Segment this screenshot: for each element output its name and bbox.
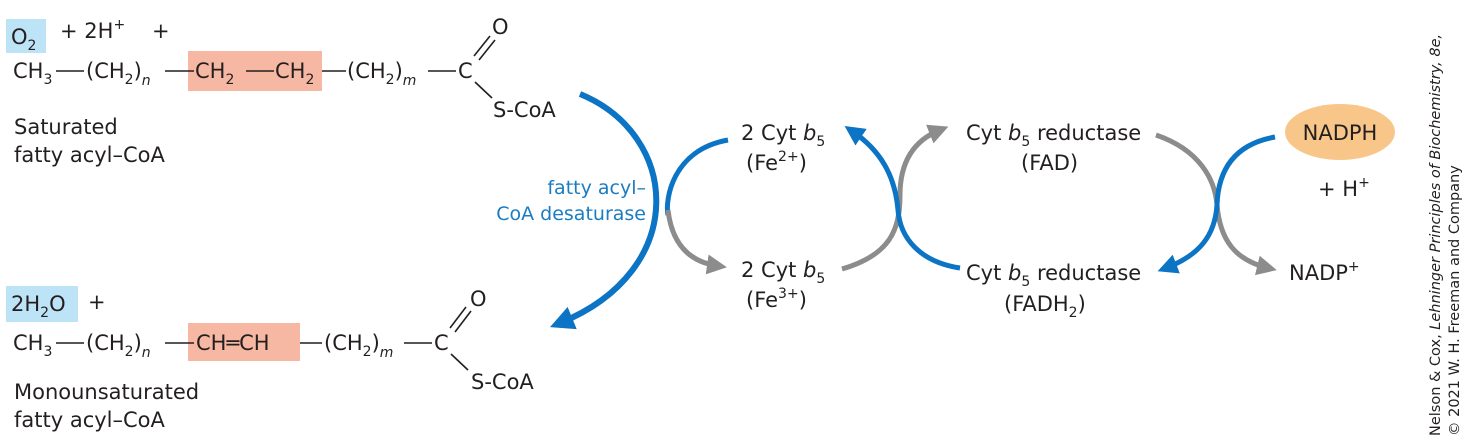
credit-line: Nelson & Cox, Lehninger Principles of Bi… <box>1428 34 1463 436</box>
svg-text:C: C <box>434 331 449 355</box>
plus-text: + <box>152 19 170 43</box>
reductase-fad-label: Cyt b5 reductase (FAD) <box>966 121 1141 175</box>
svg-text:S-CoA: S-CoA <box>471 370 534 394</box>
plus-2h-text: + 2H <box>60 19 113 43</box>
ch-double-bond-ch: CH═CH <box>196 331 270 355</box>
svg-text:O2: O2 <box>11 25 36 54</box>
cyt-b5-fe2-arrow <box>664 137 729 216</box>
bottom-products: 2H2O + <box>11 290 106 321</box>
reductase-fadh2-label: Cyt b5 reductase (FADH2) <box>966 261 1141 321</box>
svg-text:2 Cyt b5: 2 Cyt b5 <box>741 258 825 287</box>
svg-text:(Fe3+): (Fe3+) <box>746 286 807 312</box>
cyt-b5-fe2-label: 2 Cyt b5 (Fe2+) <box>741 121 825 175</box>
svg-text:(CH2)n: (CH2)n <box>86 331 151 361</box>
svg-text:O: O <box>470 287 487 311</box>
svg-text:© 2021 W. H. Freeman and Compa: © 2021 W. H. Freeman and Company <box>1447 165 1463 436</box>
svg-text:(CH2)m: (CH2)m <box>324 331 393 361</box>
nadph-arrow <box>1157 134 1276 274</box>
nadph-label: NADPH <box>1303 121 1378 145</box>
nadp-label: NADP+ <box>1289 259 1360 285</box>
ch-ch-highlight <box>188 323 300 361</box>
svg-text:2H2O: 2H2O <box>11 292 66 321</box>
monounsaturated-fatty-acyl-coa: CH3 (CH2)n CH═CH (CH2)m C O S-CoA <box>13 287 534 394</box>
svg-text:(Fe2+): (Fe2+) <box>746 149 807 175</box>
svg-text:O: O <box>492 15 509 39</box>
svg-text:+ 2H+: + 2H+ <box>60 17 125 43</box>
svg-text:Nelson & Cox, Lehninger Princi: Nelson & Cox, Lehninger Principles of Bi… <box>1428 34 1444 436</box>
svg-text:(FADH2): (FADH2) <box>1004 292 1086 321</box>
svg-text:2 Cyt b5: 2 Cyt b5 <box>741 121 825 150</box>
saturated-fatty-acyl-coa: CH3 (CH2)n CH2 CH2 (CH2)m C O S-CoA <box>13 15 556 122</box>
nadp-arrow <box>1155 132 1277 276</box>
svg-text:CH2: CH2 <box>275 59 314 88</box>
desaturase-arrow <box>550 91 660 330</box>
saturated-label-line1: Saturated <box>14 115 118 139</box>
enzyme-label-line1: fatty acyl– <box>547 177 646 199</box>
plus-h-label: + H+ <box>1318 175 1370 201</box>
plus-text-bottom: + <box>88 290 106 314</box>
nadph-ellipse <box>1285 104 1395 160</box>
monounsaturated-label-line2: fatty acyl–CoA <box>14 408 166 432</box>
h2o-text: 2H <box>11 292 40 316</box>
o2-highlight <box>6 19 46 53</box>
cyt-b5-fe3-arrow <box>665 209 727 275</box>
enzyme-label-line2: CoA desaturase <box>496 203 646 225</box>
reductase-oxidation-arrow <box>841 124 949 272</box>
monounsaturated-label-line1: Monounsaturated <box>14 380 199 404</box>
svg-text:CH3: CH3 <box>13 59 52 88</box>
svg-text:Cyt b5 reductase: Cyt b5 reductase <box>966 261 1141 290</box>
h2o-highlight <box>6 286 78 322</box>
svg-text:Cyt b5 reductase: Cyt b5 reductase <box>966 121 1141 150</box>
cyt-b5-fe3-label: 2 Cyt b5 (Fe3+) <box>741 258 825 312</box>
svg-text:CH3: CH3 <box>13 331 52 360</box>
svg-text:(CH2)m: (CH2)m <box>347 59 416 89</box>
svg-text:(FAD): (FAD) <box>1021 151 1078 175</box>
saturated-label-line2: fatty acyl–CoA <box>14 143 166 167</box>
svg-text:S-CoA: S-CoA <box>493 98 556 122</box>
o2-text: O <box>11 25 28 49</box>
top-reactants: O2 + 2H+ + <box>11 17 170 54</box>
svg-text:CH2: CH2 <box>195 59 234 88</box>
svg-text:(CH2)n: (CH2)n <box>86 59 151 89</box>
svg-text:C: C <box>458 59 473 83</box>
reductase-reduction-arrow <box>844 125 961 271</box>
